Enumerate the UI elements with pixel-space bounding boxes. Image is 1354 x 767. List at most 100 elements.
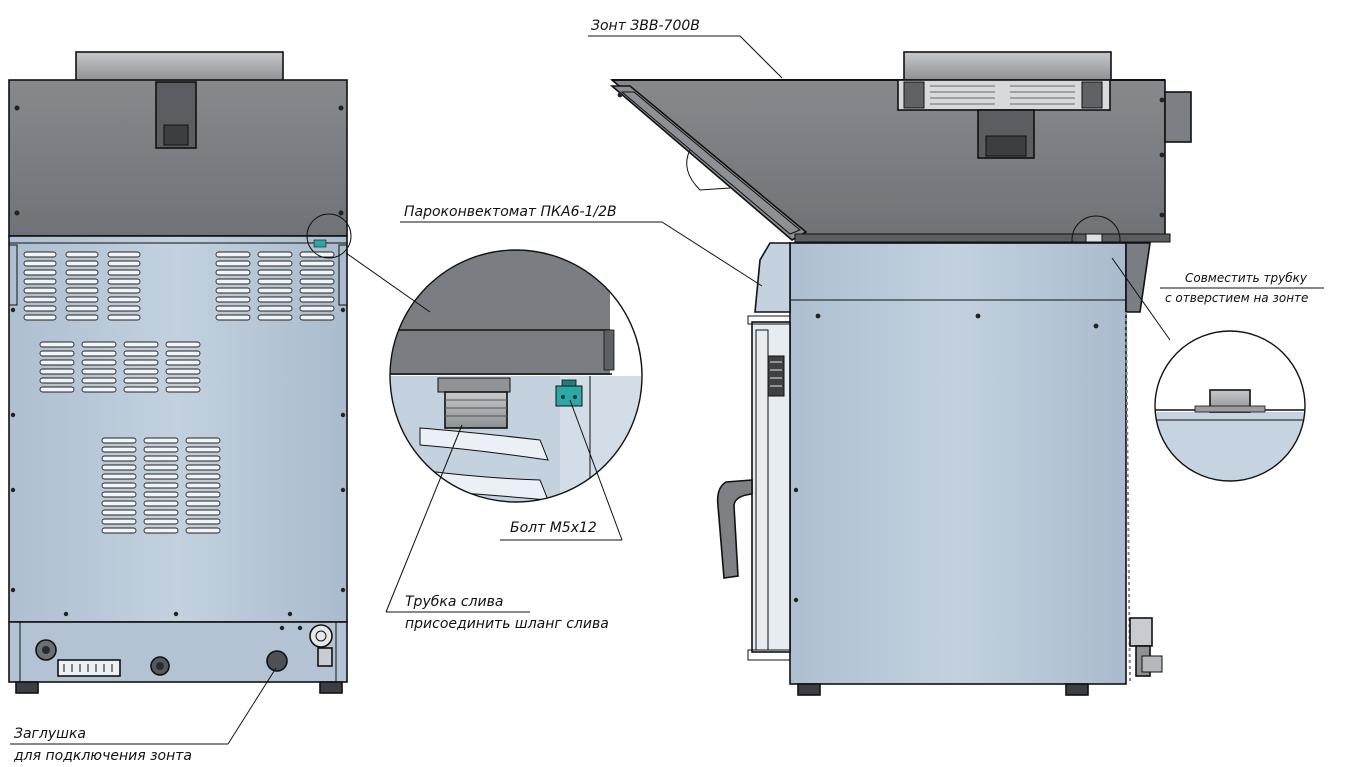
vent-slot xyxy=(257,296,293,303)
vent-slot xyxy=(143,518,179,525)
rear-body xyxy=(8,235,348,623)
vent-slot xyxy=(107,278,141,285)
bolt-icon xyxy=(555,385,583,407)
vent-slot xyxy=(101,437,137,444)
vent-slot xyxy=(123,341,159,348)
vent-slot xyxy=(23,260,57,267)
hood-plug-icon xyxy=(266,650,288,672)
vent-slot xyxy=(101,455,137,462)
vent-slot xyxy=(65,269,99,276)
vent-slot xyxy=(23,305,57,312)
callout-drain-tube: Трубка слива присоединить шланг слива xyxy=(385,424,609,632)
vent-slot xyxy=(215,296,251,303)
vent-slot xyxy=(299,296,335,303)
drain-tube-icon xyxy=(444,391,508,429)
vent-slot xyxy=(299,287,335,294)
vent-slot xyxy=(143,500,179,507)
vent-slot xyxy=(185,491,221,498)
vent-slot xyxy=(107,296,141,303)
vent-slot xyxy=(185,446,221,453)
side-duct xyxy=(903,51,1112,81)
vent-slot xyxy=(257,260,293,267)
vent-slot xyxy=(107,314,141,321)
vent-slot xyxy=(23,278,57,285)
vent-slot xyxy=(257,251,293,258)
vent-slot xyxy=(165,368,201,375)
vent-slot xyxy=(143,509,179,516)
vent-slot xyxy=(101,464,137,471)
vent-slot xyxy=(143,446,179,453)
vent-slot xyxy=(165,350,201,357)
vent-slot xyxy=(299,278,335,285)
rear-duct xyxy=(75,51,284,82)
vent-slot xyxy=(215,314,251,321)
vent-slot xyxy=(143,491,179,498)
detail-view-tube-align xyxy=(1111,257,1306,482)
vent-slot xyxy=(299,260,335,267)
vent-slot xyxy=(215,305,251,312)
vent-slot xyxy=(185,437,221,444)
label-combi-oven: Пароконвектомат ПКА6-1/2В xyxy=(404,204,617,220)
callout-align-tube: Совместить трубку с отверстием на зонте xyxy=(1160,271,1324,305)
vent-slot xyxy=(165,341,201,348)
vent-slot xyxy=(185,473,221,480)
vent-slot xyxy=(299,269,335,276)
label-align-line1: Совместить трубку xyxy=(1185,271,1308,285)
vent-slot xyxy=(123,359,159,366)
vent-slot xyxy=(65,305,99,312)
vent-slot xyxy=(107,305,141,312)
side-water-connector xyxy=(1129,617,1153,647)
rear-terminal-block xyxy=(57,659,121,677)
vent-slot xyxy=(39,341,75,348)
vent-slot xyxy=(39,350,75,357)
vent-slot xyxy=(23,287,57,294)
vent-slot xyxy=(101,500,137,507)
label-plug-line1: Заглушка xyxy=(14,726,86,742)
vent-slot xyxy=(81,359,117,366)
vent-slot xyxy=(215,287,251,294)
vent-slot xyxy=(143,437,179,444)
label-plug-line2: для подключения зонта xyxy=(13,748,192,764)
vent-slot xyxy=(39,359,75,366)
side-hood-drip-edge xyxy=(1125,242,1151,313)
vent-slot xyxy=(185,500,221,507)
label-drain-line2: присоединить шланг слива xyxy=(405,616,609,632)
vent-slot xyxy=(165,386,201,393)
vent-slot xyxy=(23,314,57,321)
vent-slot xyxy=(257,269,293,276)
vent-slot xyxy=(185,509,221,516)
vent-slot xyxy=(101,509,137,516)
vent-slot xyxy=(165,377,201,384)
vent-slot xyxy=(81,350,117,357)
vent-slot xyxy=(101,491,137,498)
vent-slot xyxy=(185,482,221,489)
vent-slot xyxy=(123,368,159,375)
vent-slot xyxy=(23,269,57,276)
side-fan-unit xyxy=(897,79,1111,111)
vent-slot xyxy=(65,314,99,321)
vent-slot xyxy=(123,377,159,384)
vent-slot xyxy=(143,482,179,489)
vent-slot xyxy=(299,314,335,321)
label-align-line2: с отверстием на зонте xyxy=(1165,291,1308,305)
vent-slot xyxy=(65,296,99,303)
detail-marker-drain xyxy=(306,213,352,259)
side-hood-outlet xyxy=(1164,91,1192,143)
vent-slot xyxy=(81,341,117,348)
vent-slot xyxy=(185,455,221,462)
vent-slot xyxy=(23,251,57,258)
vent-slot xyxy=(107,287,141,294)
vent-slot xyxy=(215,269,251,276)
side-foot-right xyxy=(1065,683,1089,696)
vent-slot xyxy=(165,359,201,366)
callout-hood: Зонт ЗВВ-700В xyxy=(588,18,783,79)
vent-slot xyxy=(65,278,99,285)
detail-view-drain xyxy=(345,249,643,503)
vent-slot xyxy=(101,518,137,525)
vent-slot xyxy=(257,305,293,312)
side-control-top xyxy=(754,242,791,313)
vent-slot xyxy=(39,377,75,384)
vent-slot xyxy=(143,455,179,462)
vent-slot xyxy=(143,473,179,480)
vent-slot xyxy=(39,386,75,393)
